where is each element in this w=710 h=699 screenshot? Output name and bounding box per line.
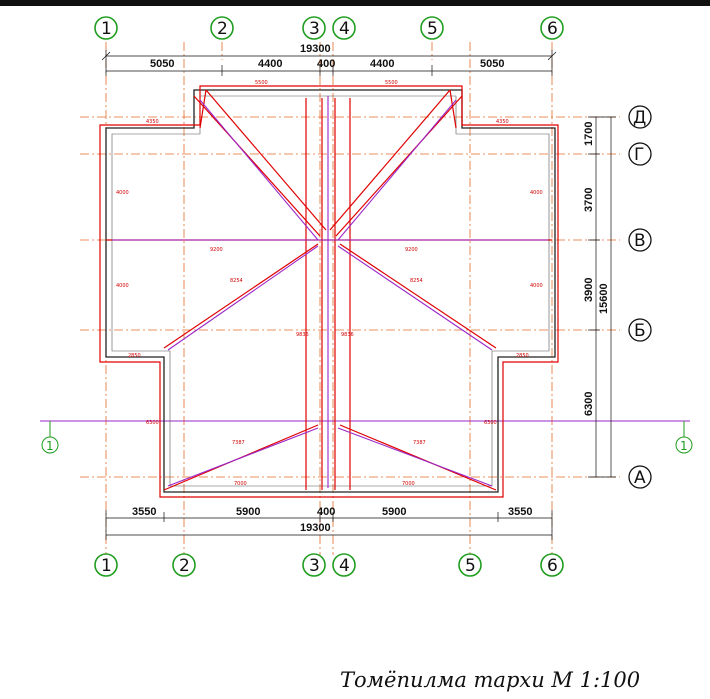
svg-text:7000: 7000 (234, 481, 247, 487)
svg-text:4000: 4000 (116, 283, 129, 289)
top-dim-3: 400 (317, 58, 335, 70)
svg-text:3: 3 (309, 19, 320, 39)
grid-axis-lines (80, 42, 620, 555)
svg-text:6: 6 (547, 556, 558, 576)
section-line (40, 420, 690, 438)
top-dim-4: 4400 (370, 58, 394, 70)
svg-text:7000: 7000 (402, 481, 415, 487)
svg-text:4: 4 (339, 556, 350, 576)
svg-text:1: 1 (680, 439, 688, 453)
axis-bubble-right-g: Г (628, 142, 652, 166)
axis-bubble-bottom-1: 1 (94, 553, 118, 577)
svg-text:4: 4 (339, 19, 350, 39)
svg-text:9200: 9200 (405, 247, 418, 253)
axis-bubble-right-a: А (628, 465, 652, 489)
svg-text:8254: 8254 (410, 278, 423, 284)
svg-text:5: 5 (427, 19, 438, 39)
right-dim-4: 6300 (583, 392, 595, 416)
svg-text:1: 1 (101, 19, 112, 39)
axis-bubble-right-v: В (628, 228, 652, 252)
svg-text:4350: 4350 (496, 119, 509, 125)
roof-plan-drawing: 5500 5500 4350 4350 9200 9200 8254 8254 … (40, 16, 693, 577)
axis-bubble-right-b: Б (628, 318, 652, 342)
axis-bubble-top-3: 3 (302, 16, 326, 40)
axis-bubble-top-4: 4 (332, 16, 356, 40)
svg-text:9836: 9836 (296, 332, 309, 338)
svg-text:4000: 4000 (116, 190, 129, 196)
svg-text:А: А (634, 468, 646, 488)
svg-text:5500: 5500 (385, 80, 398, 86)
section-marker-left: 1 (41, 436, 59, 454)
right-dim-3: 3900 (583, 278, 595, 302)
svg-text:4350: 4350 (146, 119, 159, 125)
svg-text:9836: 9836 (341, 332, 354, 338)
svg-text:6300: 6300 (484, 420, 497, 426)
svg-text:6300: 6300 (146, 420, 159, 426)
drawing-caption: Томёпилма тархи М 1:100 (340, 668, 641, 692)
svg-text:1: 1 (101, 556, 112, 576)
svg-text:2850: 2850 (516, 353, 529, 359)
bottom-dimension-chain (105, 510, 553, 540)
right-dim-2: 3700 (583, 188, 595, 212)
bottom-dim-1: 3550 (132, 506, 156, 518)
svg-text:В: В (634, 231, 646, 251)
svg-text:Д: Д (633, 108, 646, 128)
svg-text:3: 3 (309, 556, 320, 576)
section-marker-right: 1 (675, 436, 693, 454)
svg-text:4000: 4000 (530, 190, 543, 196)
top-dim-2: 4400 (258, 58, 282, 70)
roof-hips-purple (112, 96, 548, 488)
bottom-dim-4: 5900 (382, 506, 406, 518)
axis-bubble-right-d: Д (628, 105, 652, 129)
axis-bubble-bottom-3: 3 (302, 553, 326, 577)
wall-outline-inner (111, 95, 550, 487)
svg-text:4000: 4000 (530, 283, 543, 289)
axis-bubble-top-1: 1 (94, 16, 118, 40)
axis-bubble-bottom-4: 4 (332, 553, 356, 577)
svg-text:2850: 2850 (128, 353, 141, 359)
bottom-dim-2: 5900 (236, 506, 260, 518)
bottom-dim-5: 3550 (508, 506, 532, 518)
svg-text:7387: 7387 (232, 440, 245, 446)
svg-text:7387: 7387 (413, 440, 426, 446)
svg-text:1: 1 (46, 439, 54, 453)
svg-text:2: 2 (179, 556, 190, 576)
axis-bubble-bottom-5: 5 (458, 553, 482, 577)
axis-bubble-top-2: 2 (210, 16, 234, 40)
axis-bubble-bottom-2: 2 (172, 553, 196, 577)
svg-text:5500: 5500 (255, 80, 268, 86)
top-dim-5: 5050 (480, 58, 504, 70)
svg-text:Г: Г (634, 145, 644, 165)
right-dim-1: 1700 (583, 122, 595, 146)
svg-text:9200: 9200 (210, 247, 223, 253)
roof-rafters-red (99, 85, 559, 498)
top-frame-border (0, 0, 710, 6)
right-total-dimension: 15600 (598, 283, 610, 314)
svg-text:6: 6 (547, 19, 558, 39)
bottom-total-dimension: 19300 (300, 522, 331, 534)
right-dimension-chain (588, 116, 616, 478)
top-dim-1: 5050 (150, 58, 174, 70)
top-dimension-chain (101, 50, 557, 76)
svg-text:Б: Б (634, 321, 646, 341)
axis-bubble-bottom-6: 6 (540, 553, 564, 577)
svg-text:8254: 8254 (230, 278, 243, 284)
rafter-length-labels: 5500 5500 4350 4350 9200 9200 8254 8254 … (116, 80, 543, 487)
svg-text:5: 5 (465, 556, 476, 576)
wall-outline (105, 89, 556, 493)
top-total-dimension: 19300 (300, 43, 331, 55)
axis-bubble-top-6: 6 (540, 16, 564, 40)
svg-text:2: 2 (217, 19, 228, 39)
axis-bubble-top-5: 5 (420, 16, 444, 40)
bottom-dim-3: 400 (317, 506, 335, 518)
